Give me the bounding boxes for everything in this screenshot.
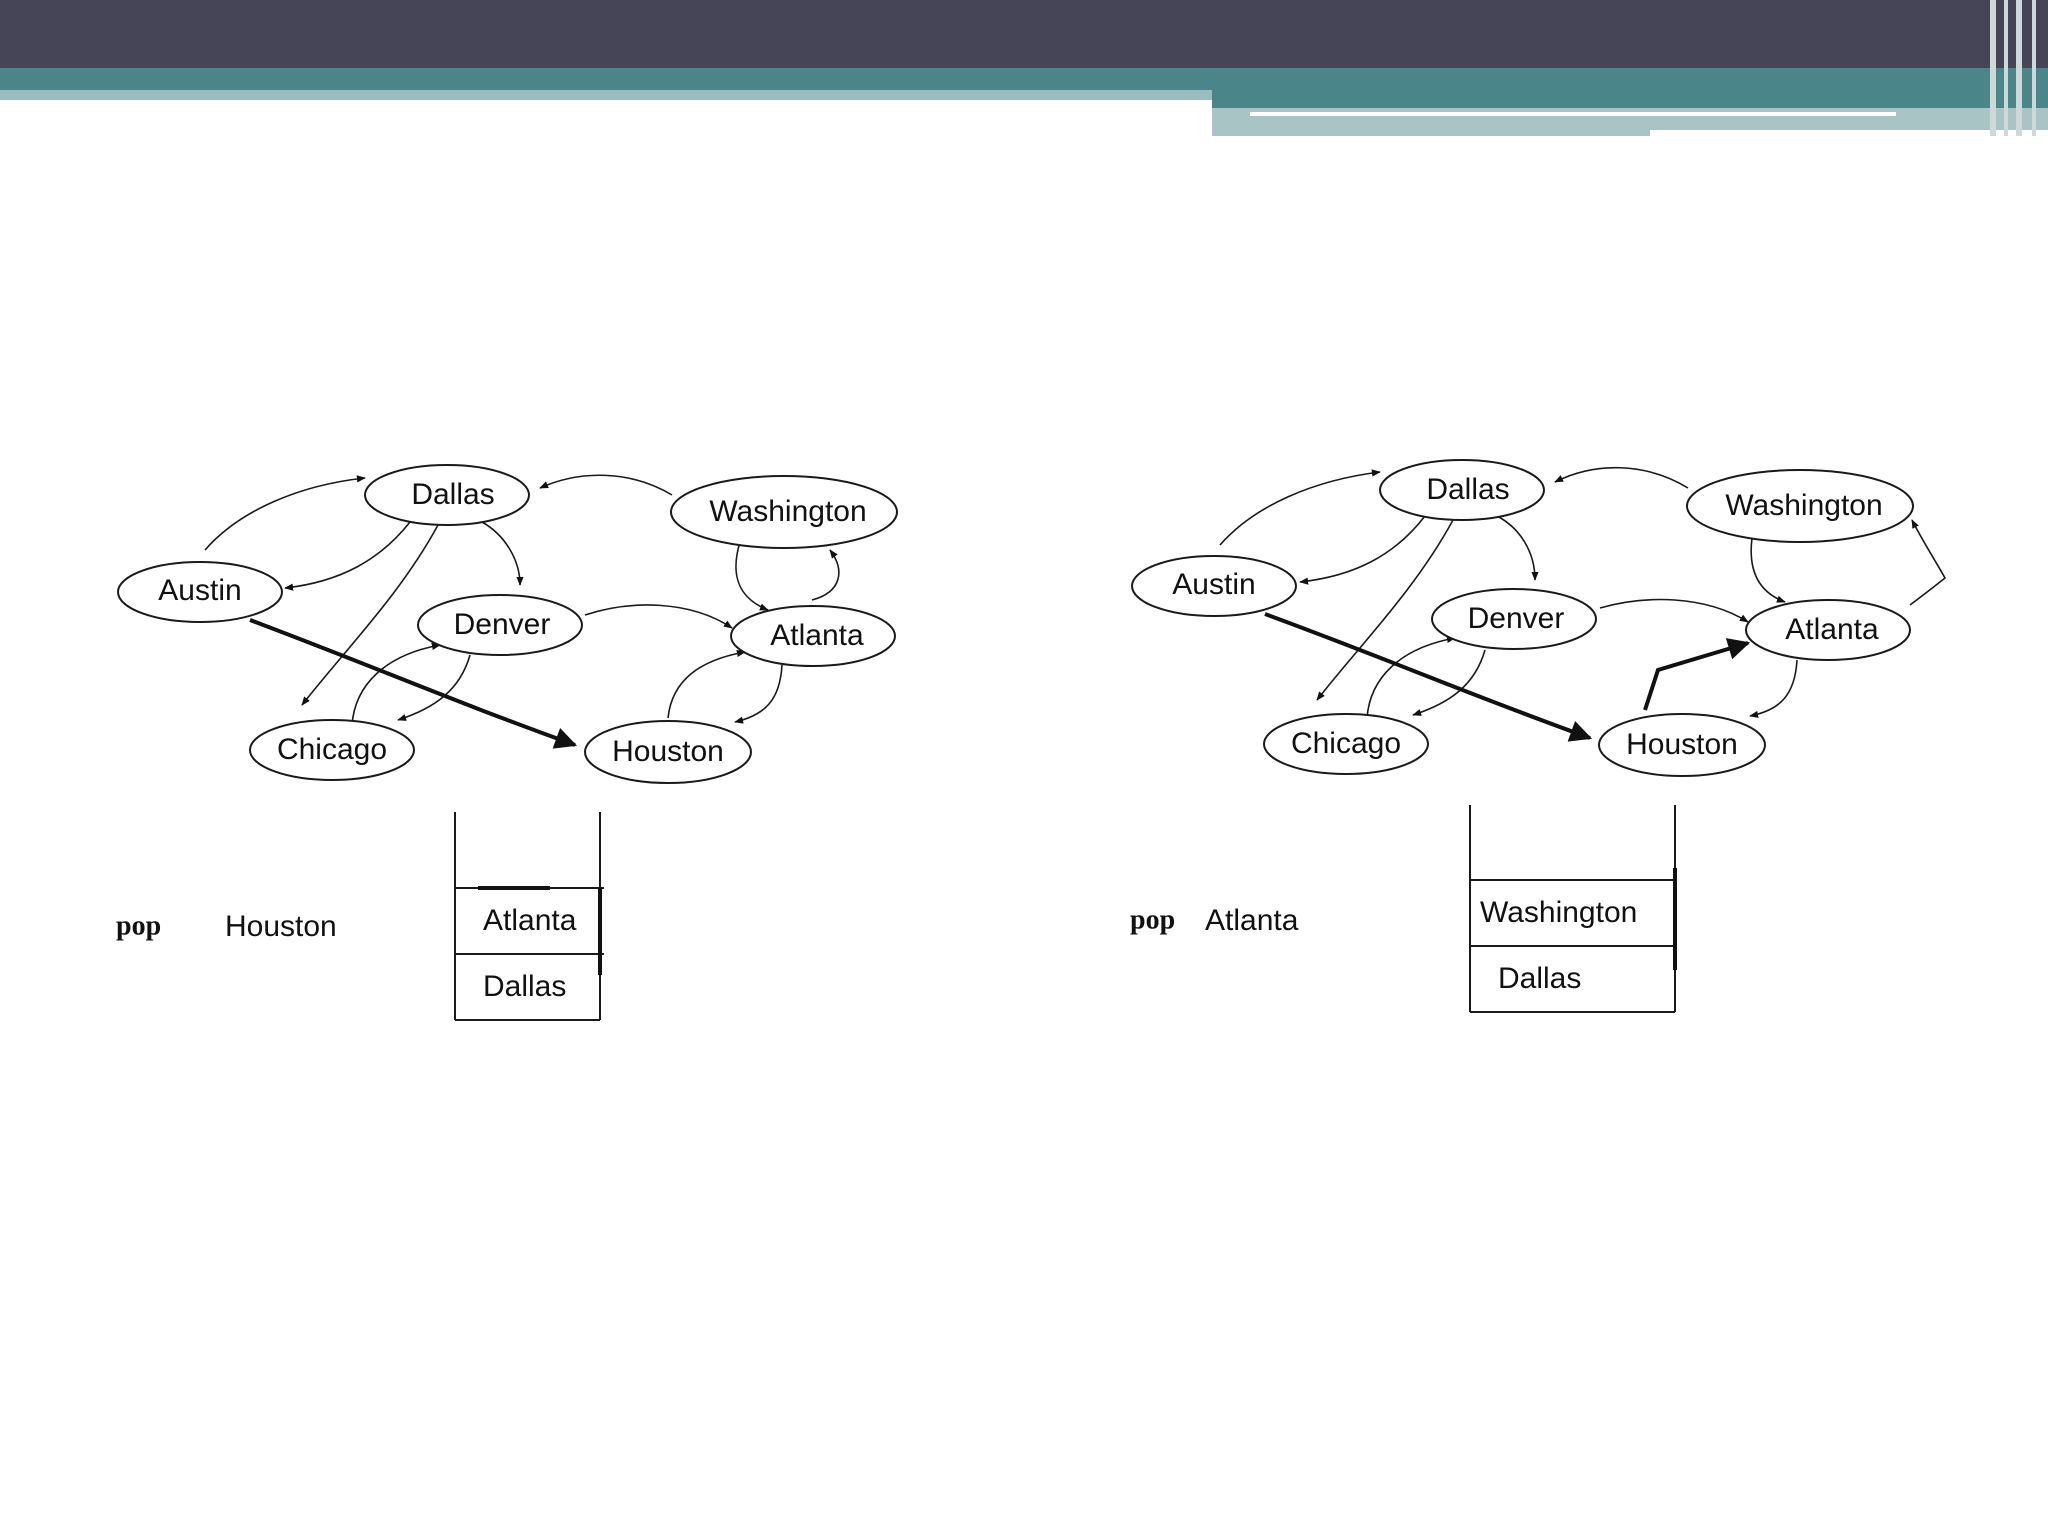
- stack-left-item-1: Atlanta: [483, 904, 577, 937]
- banner-light-stripe-left: [0, 90, 1212, 100]
- edge-atlanta-houston-r: [1749, 659, 1798, 718]
- node-washington-label: Washington: [709, 495, 866, 528]
- node-houston-r: Houston: [1598, 713, 1766, 777]
- node-denver-r-label: Denver: [1468, 602, 1565, 635]
- edge-dallas-austin-r: [1299, 515, 1426, 585]
- edge-chicago-denver-r: [1366, 635, 1456, 719]
- banner-edge-stripe-3: [2016, 0, 2022, 136]
- edge-washington-dallas: [539, 474, 673, 496]
- stack-right-item-1: Washington: [1480, 896, 1637, 929]
- node-washington-r-label: Washington: [1725, 489, 1882, 522]
- node-austin-label: Austin: [158, 574, 241, 607]
- node-denver-r: Denver: [1431, 588, 1597, 650]
- pop-label-left: pop: [116, 910, 161, 941]
- banner-white-line: [1250, 112, 1896, 116]
- banner-teal-bar: [0, 68, 2048, 90]
- node-dallas-label: Dallas: [411, 478, 494, 511]
- banner-white-line-2: [1650, 130, 2048, 136]
- edge-chicago-denver: [351, 642, 441, 726]
- stack-right: Washington Dallas: [1469, 805, 1677, 1013]
- pop-value-left: Houston: [225, 910, 337, 943]
- banner-edge-stripe-4: [2032, 0, 2036, 136]
- node-austin-r-label: Austin: [1172, 568, 1255, 601]
- banner-edge-stripe-1: [1990, 0, 1996, 136]
- pop-value-right: Atlanta: [1205, 904, 1299, 937]
- banner-edge-stripe-2: [2004, 0, 2008, 136]
- pop-label-right: pop: [1130, 904, 1175, 935]
- graph-left: Dallas Washington Austin Denver Atlanta …: [117, 464, 898, 784]
- node-atlanta-r: Atlanta: [1745, 599, 1911, 661]
- edge-dallas-austin: [284, 521, 411, 591]
- edge-houston-atlanta: [667, 649, 746, 719]
- edge-atlanta-washington-r: [1909, 519, 1947, 606]
- node-houston: Houston: [584, 720, 752, 784]
- node-denver: Denver: [417, 594, 583, 656]
- edge-washington-dallas-r: [1554, 466, 1689, 489]
- edge-dallas-denver-r: [1496, 515, 1539, 581]
- edge-dallas-chicago-r: [1316, 519, 1454, 701]
- stack-left: Atlanta Dallas: [454, 812, 604, 1021]
- edge-washington-atlanta: [735, 541, 769, 611]
- node-atlanta-label: Atlanta: [770, 619, 864, 652]
- node-washington-r: Washington: [1686, 469, 1914, 543]
- node-chicago: Chicago: [249, 719, 415, 781]
- node-dallas-r-label: Dallas: [1426, 473, 1509, 506]
- edge-austin-dallas: [204, 475, 366, 551]
- node-houston-r-label: Houston: [1626, 728, 1738, 761]
- edge-denver-chicago: [397, 654, 471, 721]
- edge-dallas-chicago: [301, 524, 439, 706]
- node-chicago-label: Chicago: [277, 733, 387, 766]
- graph-right: Dallas Washington Austin Denver Atlanta …: [1131, 459, 1947, 777]
- node-atlanta: Atlanta: [730, 605, 896, 667]
- edge-dallas-denver: [481, 521, 524, 586]
- node-chicago-r-label: Chicago: [1291, 727, 1401, 760]
- node-atlanta-r-label: Atlanta: [1785, 613, 1879, 646]
- edge-atlanta-washington: [811, 549, 840, 601]
- title-banner: [0, 0, 2048, 136]
- node-dallas: Dallas: [364, 464, 530, 526]
- node-austin: Austin: [117, 561, 283, 623]
- edge-austin-houston-bold: [249, 618, 578, 749]
- node-austin-r: Austin: [1131, 555, 1297, 617]
- node-washington: Washington: [670, 475, 898, 549]
- node-houston-label: Houston: [612, 735, 724, 768]
- node-denver-label: Denver: [454, 608, 551, 641]
- edge-houston-atlanta-bold-r: [1643, 638, 1751, 711]
- edge-atlanta-houston: [734, 664, 783, 724]
- node-dallas-r: Dallas: [1379, 459, 1545, 521]
- edge-denver-atlanta: [584, 604, 733, 629]
- edge-austin-houston-bold-r: [1264, 612, 1593, 742]
- edge-denver-atlanta-r: [1599, 598, 1749, 623]
- stack-left-item-2: Dallas: [483, 970, 566, 1003]
- stack-right-item-2: Dallas: [1498, 962, 1581, 995]
- node-chicago-r: Chicago: [1263, 713, 1429, 775]
- banner-teal-block-right: [1212, 90, 2048, 108]
- edge-denver-chicago-r: [1412, 649, 1486, 716]
- banner-dark-bar: [0, 0, 2048, 68]
- edge-austin-dallas-r: [1219, 469, 1381, 546]
- edge-washington-atlanta-r: [1750, 537, 1786, 603]
